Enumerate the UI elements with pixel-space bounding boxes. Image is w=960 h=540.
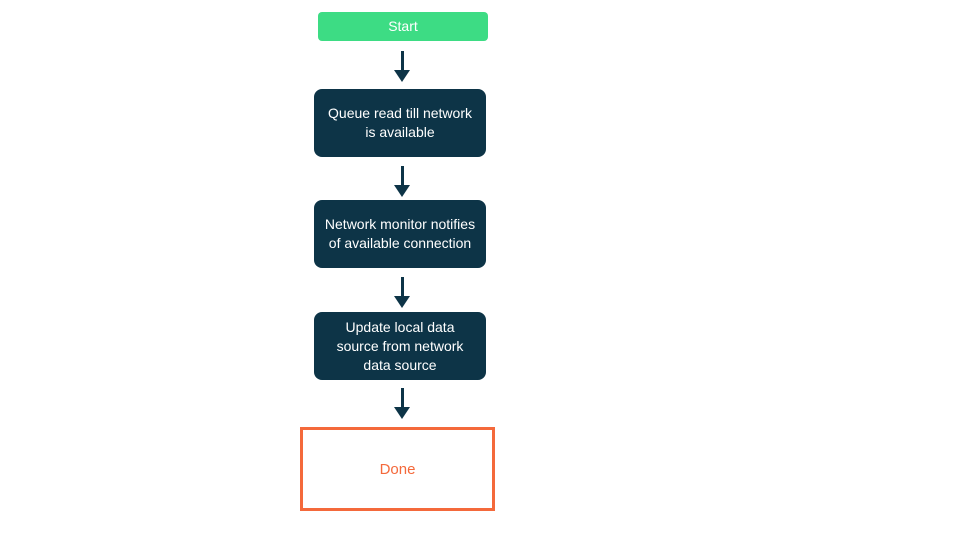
flow-node-network-monitor: Network monitor notifies of available co… [314, 200, 486, 268]
flow-arrow-queue-to-monitor [394, 166, 410, 197]
arrow-down-icon [394, 407, 410, 419]
flow-arrow-update-to-done [394, 388, 410, 419]
flow-arrow-start-to-queue [394, 51, 410, 82]
arrow-down-icon [394, 70, 410, 82]
flow-node-start: Start [318, 12, 488, 41]
arrow-stem [400, 166, 404, 185]
arrow-stem [400, 51, 404, 70]
flow-node-done: Done [300, 427, 495, 511]
flow-arrow-monitor-to-update [394, 277, 410, 308]
flow-node-queue-read: Queue read till network is available [314, 89, 486, 157]
arrow-down-icon [394, 296, 410, 308]
arrow-stem [400, 277, 404, 296]
flow-node-update-local-data: Update local data source from network da… [314, 312, 486, 380]
arrow-down-icon [394, 185, 410, 197]
arrow-stem [400, 388, 404, 407]
